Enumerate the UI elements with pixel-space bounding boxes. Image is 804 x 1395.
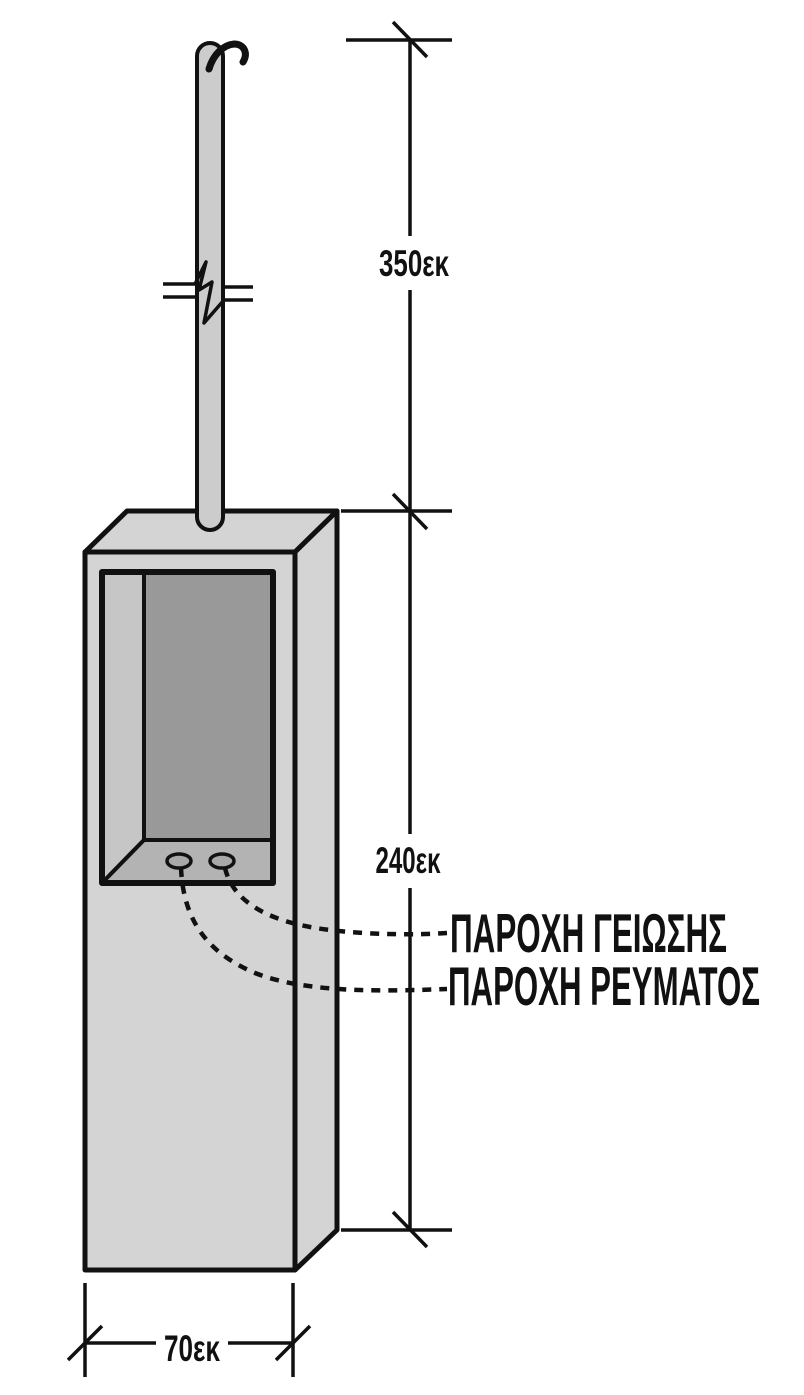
dim-tick-bottom: [391, 1210, 429, 1249]
break-zigzag: [193, 260, 226, 325]
service-recess: [99, 569, 276, 886]
label-power-supply: ΠΑΡΟΧΗ ΡΕΥΜΑΤΟΣ: [448, 955, 760, 1017]
recess-back-panel: [142, 570, 275, 842]
dim-tick-middle: [391, 492, 429, 531]
dim-tick-top: [391, 20, 429, 59]
leader-line-power: [178, 867, 448, 993]
pedestal-side-face: [292, 508, 340, 1273]
dim-label-pedestal-width: 70εκ: [164, 1328, 220, 1369]
recess-border: [99, 569, 276, 886]
dim-label-pedestal-height: 240εκ: [376, 840, 441, 881]
socket-hole-power: [165, 852, 193, 870]
pole-break-symbol: [163, 260, 253, 325]
recess-left-wall: [100, 570, 146, 885]
pedestal: [82, 508, 340, 1273]
vertical-dimension: 350εκ 240εκ: [341, 20, 452, 1249]
pole-hook-icon: [205, 40, 249, 73]
socket-hole-ground: [208, 852, 236, 870]
dim-label-pole-height: 350εκ: [379, 243, 449, 284]
pole-assembly: [163, 40, 253, 532]
dim-tick-width-left: [66, 1324, 104, 1362]
horizontal-dimension: 70εκ: [66, 1283, 312, 1377]
dim-tick-width-right: [274, 1324, 312, 1362]
label-ground-supply: ΠΑΡΟΧΗ ΓΕΙΩΣΗΣ: [450, 902, 727, 964]
